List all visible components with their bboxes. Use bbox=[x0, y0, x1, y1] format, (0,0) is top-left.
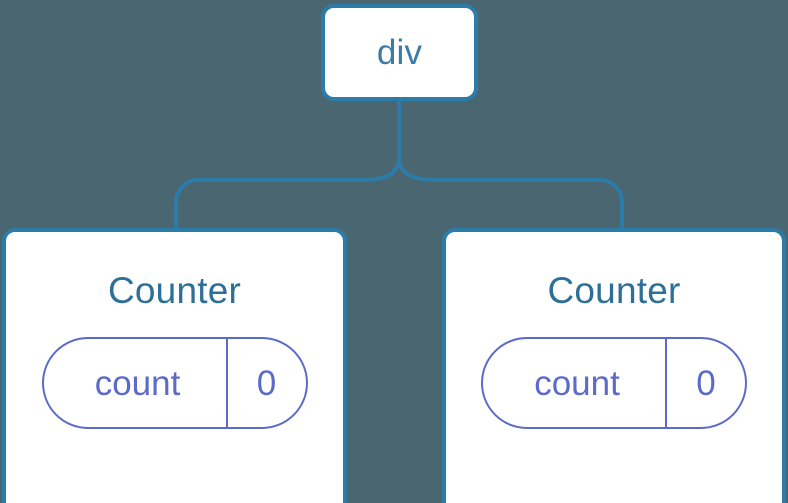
component-title: Counter bbox=[107, 270, 242, 311]
root-node-label: div bbox=[376, 33, 423, 72]
connector-branch-right bbox=[397, 155, 624, 230]
state-value-label: 0 bbox=[256, 363, 277, 403]
state-pill-divider bbox=[225, 339, 228, 427]
state-key-label: count bbox=[94, 363, 181, 403]
state-key-label: count bbox=[534, 363, 620, 403]
state-pill-count-0[interactable]: count 0 bbox=[41, 337, 308, 429]
state-pill-count-1[interactable]: count 0 bbox=[481, 337, 747, 429]
state-value-label: 0 bbox=[696, 363, 716, 403]
tree-node-counter-1[interactable]: Counter count 0 bbox=[442, 228, 786, 503]
tree-node-counter-0[interactable]: Counter count 0 bbox=[2, 228, 347, 503]
connector-branch-left bbox=[174, 155, 401, 230]
component-title: Counter bbox=[547, 270, 681, 311]
state-pill-divider bbox=[665, 339, 667, 427]
tree-node-root[interactable]: div bbox=[321, 4, 478, 101]
